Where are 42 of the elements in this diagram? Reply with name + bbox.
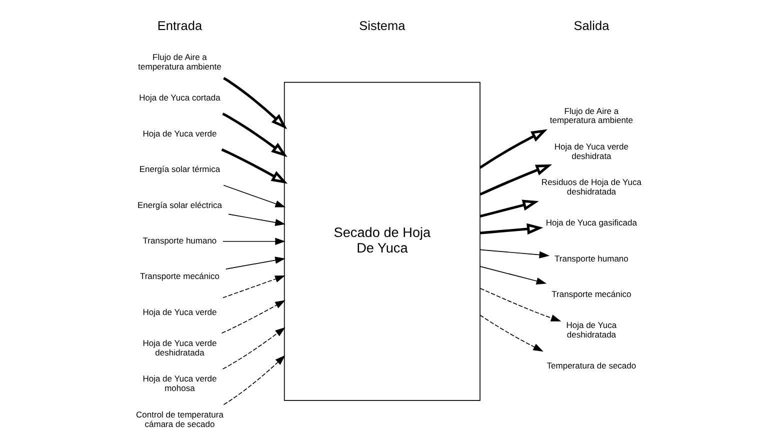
label: Sistema bbox=[359, 18, 406, 33]
node-text: Flujo de Aire a temperatura ambiente bbox=[550, 106, 634, 126]
node-text: Energía solar eléctrica bbox=[137, 200, 222, 210]
node-text: Energía solar térmica bbox=[139, 164, 220, 174]
node-text: Hoja de Yuca deshidratada bbox=[566, 320, 617, 340]
arrow bbox=[480, 223, 544, 235]
node-text: Hoja de Yuca verde bbox=[142, 306, 217, 317]
node-text: Transporte mecánico bbox=[140, 271, 220, 282]
arrow bbox=[480, 200, 539, 218]
arrow bbox=[223, 184, 286, 208]
arrow bbox=[222, 276, 286, 298]
arrow bbox=[480, 288, 562, 322]
arrow bbox=[479, 129, 548, 169]
node-text: Hoja de Yuca verde bbox=[142, 128, 217, 138]
arrow bbox=[222, 238, 286, 245]
arrow bbox=[228, 214, 286, 226]
arrow bbox=[480, 164, 552, 196]
node-text: Hoja de Yuca verde deshidrata bbox=[554, 141, 628, 161]
arrow bbox=[223, 77, 288, 130]
arrow bbox=[480, 314, 544, 352]
node-text: Transporte humano bbox=[142, 235, 217, 246]
arrow bbox=[225, 256, 286, 270]
node-text: Transporte mecánico bbox=[552, 289, 632, 300]
node-text: Hoja de Yuca verde mohosa bbox=[142, 374, 217, 394]
arrow bbox=[221, 300, 286, 334]
node-text: Hoja de Yuca cortada bbox=[139, 92, 220, 103]
arrow bbox=[221, 148, 288, 184]
node-box: Secado de Hoja De Yuca bbox=[284, 82, 480, 401]
node-text: Transporte humano bbox=[554, 253, 628, 264]
arrow bbox=[223, 355, 286, 405]
arrow bbox=[222, 112, 288, 158]
node-text: Residuos de Hoja de Yuca deshidratada bbox=[541, 177, 642, 197]
arrow bbox=[222, 327, 286, 370]
node-text: Flujo de Aire a temperatura ambiente bbox=[138, 52, 222, 72]
node-text: Temperatura de secado bbox=[546, 360, 636, 371]
node-text: Hoja de Yuca gasificada bbox=[546, 218, 637, 228]
label: Entrada bbox=[157, 18, 202, 33]
node-text: Control de temperatura cámara de secado bbox=[136, 409, 224, 429]
arrow bbox=[480, 249, 550, 258]
arrow bbox=[480, 266, 547, 284]
label: Salida bbox=[574, 18, 610, 33]
node-text: Hoja de Yuca verde deshidratada bbox=[142, 338, 217, 358]
